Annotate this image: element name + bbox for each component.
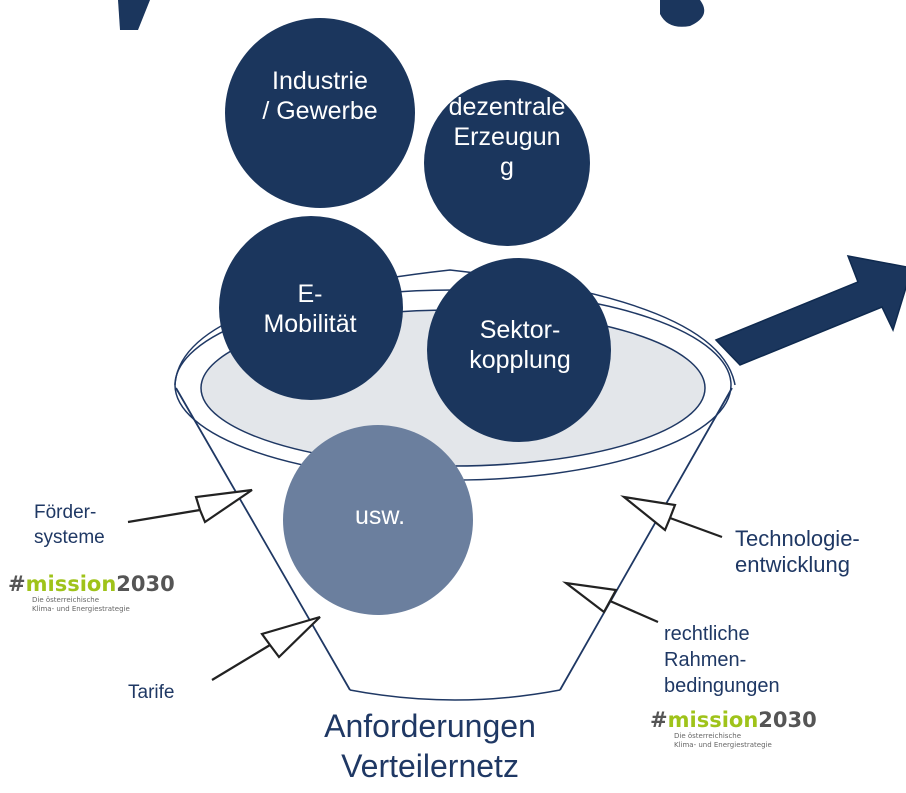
funnel-label: Anforderungen Verteilernetz: [324, 708, 536, 784]
factor-rechtliche: rechtliche Rahmen- bedingungen: [664, 623, 780, 697]
arrow-rechtliche: [561, 581, 659, 624]
arrow-technologie: [620, 495, 723, 539]
bubble-sektor-label: Sektor- kopplung: [469, 316, 571, 374]
bubble-industrie-label: Industrie / Gewerbe: [262, 67, 378, 125]
mission2030-logo-right: #mission2030 Die österreichische Klima- …: [650, 708, 817, 749]
bubble-emobilitaet: [219, 216, 403, 400]
title-fragment: [118, 0, 705, 30]
factor-foerder: Förder- systeme: [34, 502, 105, 548]
arrow-tarife: [211, 615, 321, 681]
bubble-usw-label: usw.: [354, 502, 406, 530]
big-arrow: [714, 255, 906, 366]
bubble-sektor: [427, 258, 611, 442]
factor-technologie: Technologie- entwicklung: [735, 526, 860, 577]
bubble-emobilitaet-label: E- Mobilität: [263, 280, 357, 338]
bubble-usw: [283, 425, 473, 615]
mission2030-logo-left: #mission2030 Die österreichische Klima- …: [8, 572, 175, 613]
bubble-industrie: [225, 18, 415, 208]
bubble-dezentrale: [424, 80, 590, 246]
arrow-foerder: [127, 488, 253, 524]
factor-tarife: Tarife: [128, 682, 175, 703]
bubble-dezentrale-label: dezentrale Erzeugun g: [448, 93, 566, 181]
